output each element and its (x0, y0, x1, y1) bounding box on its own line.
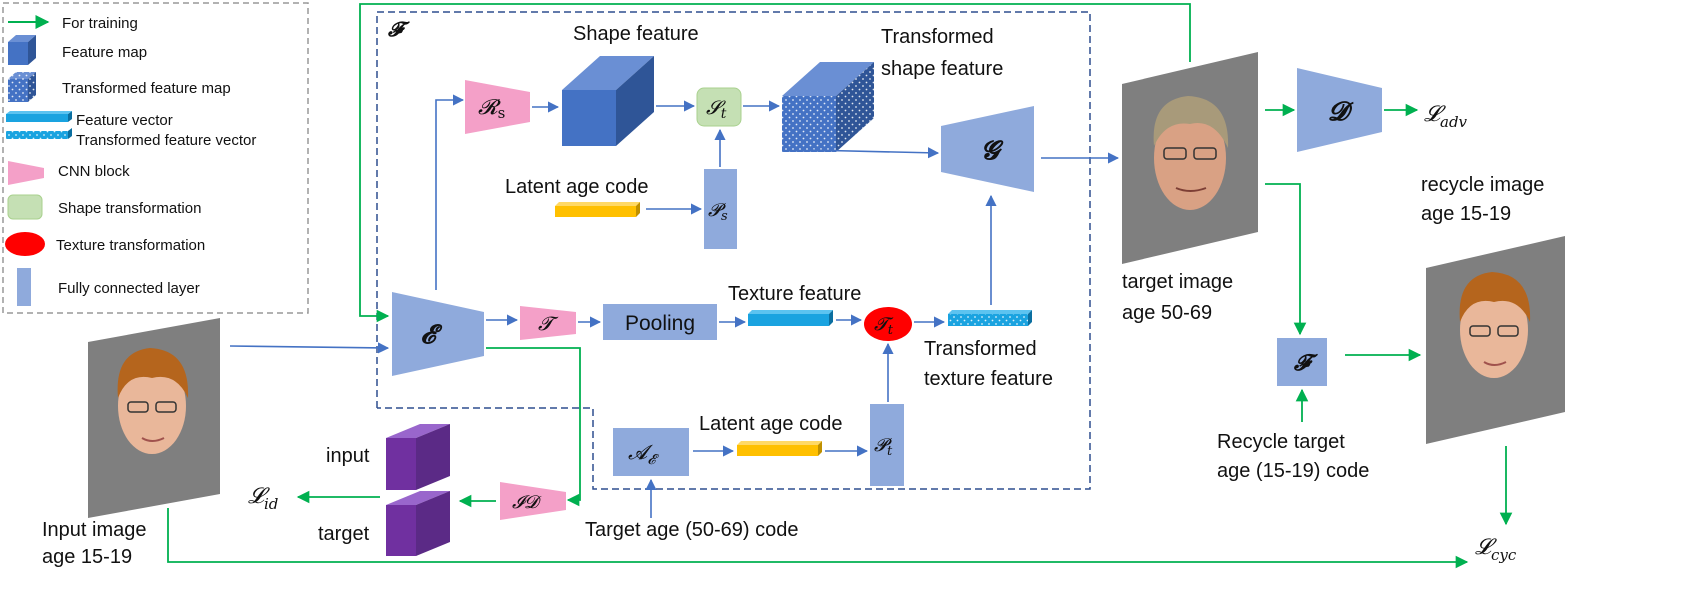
legend-feature-map-cube (8, 35, 36, 65)
transformed-texture-vector (948, 310, 1032, 326)
latent-age-code-bottom-vector (737, 441, 822, 456)
encoder-block (392, 292, 484, 376)
legend-fully-connected-layer: Fully connected layer (58, 280, 200, 297)
texture-feature-label: Texture feature (728, 283, 861, 305)
tt-texture-transform (864, 307, 912, 341)
ps-fc-layer (704, 169, 737, 249)
st-shape-transform (696, 87, 742, 127)
input-image-label-2: age 15-19 (42, 546, 132, 568)
f-box-label: 𝓕 (387, 17, 410, 41)
id-label: 𝓘𝓓 (512, 492, 542, 513)
blue-arrows (229, 94, 1120, 518)
input-image (88, 318, 220, 518)
arrow-training-loop (359, 3, 1191, 323)
id-cnn-block (500, 482, 566, 520)
rs-cnn-block (465, 80, 530, 134)
legend-feature-vector (6, 111, 72, 122)
legend-transformed-feature-map: Transformed feature map (62, 80, 231, 97)
latent-age-code-top-label: Latent age code (505, 176, 648, 198)
legend-shape-transformation-shape (7, 194, 43, 220)
legend-texture-transformation: Texture transformation (56, 237, 205, 254)
target-purple-cube (386, 491, 450, 556)
shape-feature-cube (562, 56, 654, 146)
legend-fc-shape (17, 268, 31, 306)
rs-label: 𝓡s (478, 95, 505, 122)
arrow-input-to-encoder (229, 342, 390, 354)
input-image-label-1: Input image (42, 519, 147, 541)
discriminator-block (1297, 68, 1382, 152)
target-image-label-1: target image (1122, 271, 1233, 293)
legend: For training Feature map Transformed fea… (2, 2, 309, 314)
recycle-image-label-1: recycle image (1421, 174, 1544, 196)
ae-fc-layer (613, 428, 689, 476)
pooling-block (603, 304, 717, 340)
loss-adv: 𝓛adv (1424, 102, 1468, 131)
pt-fc-layer (870, 404, 904, 486)
legend-shape-transformation: Shape transformation (58, 200, 201, 217)
shape-feature-label: Shape feature (573, 23, 699, 45)
loss-cyc: 𝓛cyc (1475, 535, 1517, 564)
transformed-shape-feature-cube (782, 62, 874, 152)
f-box-border (376, 11, 1091, 490)
legend-transformed-map-cube (8, 72, 36, 102)
recycle-image (1426, 236, 1565, 444)
latent-age-code-bottom-label: Latent age code (699, 413, 842, 435)
legend-border (2, 2, 309, 314)
legend-cnn-block-shape (8, 161, 44, 185)
legend-for-training: For training (62, 15, 138, 32)
arrow-encoder-to-rs (435, 94, 465, 290)
input-purple-cube (386, 424, 450, 490)
legend-transformed-feature-vector-label: Transformed feature vector (76, 132, 256, 149)
recycle-target-label-1: Recycle target (1217, 431, 1345, 453)
target-age-code-label: Target age (50-69) code (585, 519, 798, 541)
generator-block (941, 106, 1034, 192)
transformed-texture-label-1: Transformed (924, 338, 1037, 360)
t-cnn-block (520, 306, 576, 340)
legend-cnn-block: CNN block (58, 163, 130, 180)
legend-feature-map: Feature map (62, 44, 147, 61)
recycle-target-label-2: age (15-19) code (1217, 460, 1369, 482)
legend-texture-transformation-shape (5, 232, 45, 256)
target-image-label-2: age 50-69 (1122, 302, 1212, 324)
transformed-shape-label-1: Transformed (881, 26, 994, 48)
legend-transformed-feature-vector (6, 128, 72, 139)
target-label: target (318, 523, 370, 545)
legend-feature-vector-label: Feature vector (76, 112, 173, 129)
transformed-texture-label-2: texture feature (924, 368, 1053, 390)
arrow-input-to-lcyc (167, 508, 1469, 569)
arrow-encoder-to-id (486, 347, 581, 507)
latent-age-code-top-vector (555, 202, 640, 217)
arrow-target-to-recycle-f (1265, 183, 1307, 336)
transformed-shape-label-2: shape feature (881, 58, 1003, 80)
texture-feature-vector (748, 310, 833, 326)
recycle-image-label-2: age 15-19 (1421, 203, 1511, 225)
green-arrows (167, 3, 1513, 569)
input-label: input (326, 445, 370, 467)
target-image (1122, 52, 1258, 264)
arrow-transformed-to-g (807, 147, 940, 159)
generator-label: 𝓖 (981, 136, 1004, 166)
recycle-f-block (1277, 338, 1327, 386)
pooling-label: Pooling (625, 312, 695, 335)
loss-id: 𝓛id (248, 484, 278, 513)
